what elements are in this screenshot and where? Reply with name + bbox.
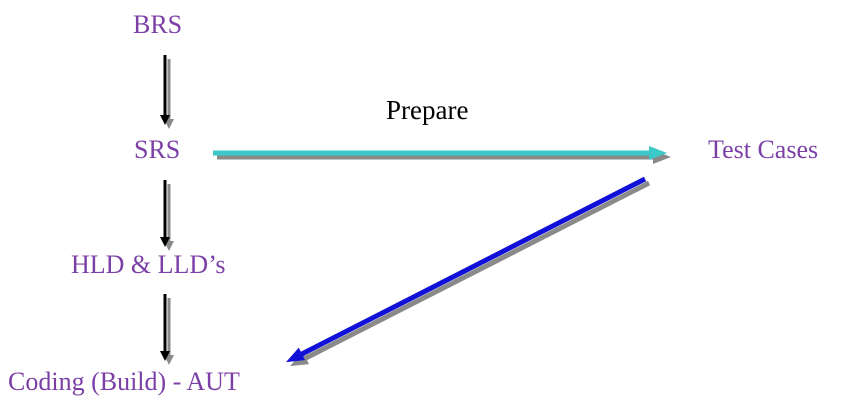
- arrow-test-cases-to-coding: [285, 176, 651, 367]
- arrow-srs-to-test-cases: [213, 146, 671, 164]
- arrow-srs-to-hld: [160, 180, 174, 251]
- node-coding-build-aut: Coding (Build) - AUT: [8, 367, 240, 396]
- node-test-cases: Test Cases: [708, 135, 819, 164]
- node-hld-lld: HLD & LLD’s: [71, 250, 226, 279]
- edge-label-prepare: Prepare: [386, 95, 469, 125]
- arrow-brs-to-srs: [160, 55, 174, 129]
- node-srs: SRS: [134, 135, 181, 164]
- node-brs: BRS: [133, 10, 183, 39]
- arrow-hld-to-coding: [160, 294, 174, 365]
